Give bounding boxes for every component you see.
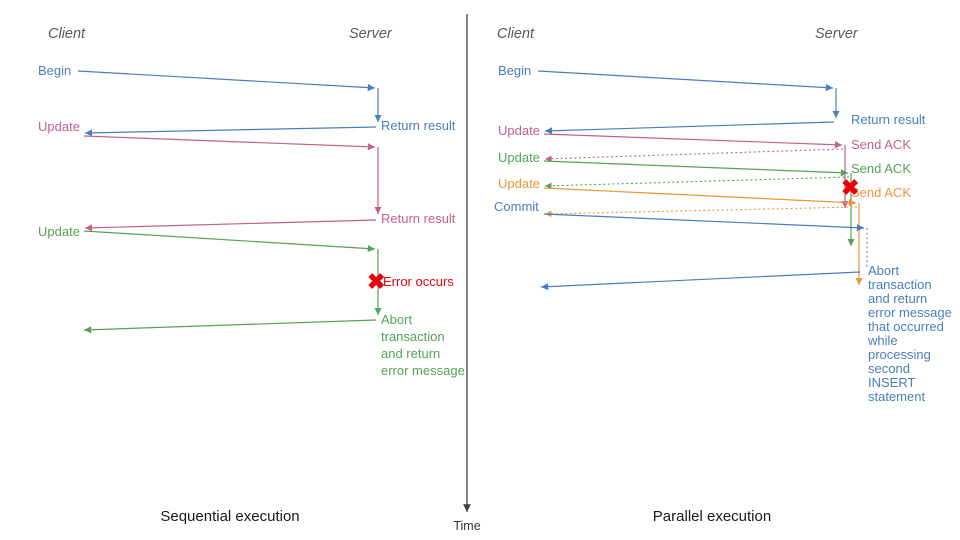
- left-message-return-result-1: Return result: [84, 118, 456, 137]
- right-commit-label: Commit: [494, 199, 539, 214]
- left-message-update-1: Update: [38, 119, 382, 214]
- left-abort-line-2: and return: [381, 346, 440, 361]
- right-abort-line-5: while: [867, 333, 898, 348]
- right-abort-line-4: that occurred: [868, 319, 944, 334]
- right-abort-line-7: second: [868, 361, 910, 376]
- error-x-icon: ✖: [841, 175, 859, 200]
- left-panel: Client Server Begin Return result Update: [38, 26, 465, 525]
- right-message-update-2: Update: [498, 150, 855, 246]
- left-abort-line-0: Abort: [381, 312, 412, 327]
- left-abort-line-1: transaction: [381, 329, 445, 344]
- right-abort-line-8: INSERT: [868, 375, 915, 390]
- right-message-commit: Commit: [494, 199, 868, 268]
- left-error-occurs-label: Error occurs: [383, 274, 454, 289]
- right-lane-client-header: Client: [497, 26, 535, 42]
- right-abort-line-0: Abort: [868, 263, 899, 278]
- right-abort-line-9: statement: [868, 389, 925, 404]
- right-message-update-1: Update: [498, 123, 849, 208]
- right-lane-server-header: Server: [815, 26, 859, 42]
- left-abort-line-3: error message: [381, 363, 465, 378]
- left-lane-server-header: Server: [349, 26, 393, 42]
- right-send-ack-2-label: Send ACK: [851, 161, 911, 176]
- left-return-result-2-label: Return result: [381, 211, 456, 226]
- right-send-ack-1-label: Send ACK: [851, 137, 911, 152]
- right-abort-line-1: transaction: [868, 277, 932, 292]
- right-abort-line-6: processing: [868, 347, 931, 362]
- right-return-result-label: Return result: [851, 112, 926, 127]
- left-return-result-1-label: Return result: [381, 118, 456, 133]
- left-update-1-label: Update: [38, 119, 80, 134]
- right-message-send-ack-1: Send ACK: [544, 137, 911, 163]
- right-update-2-label: Update: [498, 150, 540, 165]
- left-update-2-label: Update: [38, 224, 80, 239]
- left-panel-caption: Sequential execution: [160, 508, 299, 525]
- right-abort-line-2: and return: [868, 291, 927, 306]
- right-update-1-label: Update: [498, 123, 540, 138]
- right-update-3-label: Update: [498, 176, 540, 191]
- right-begin-label: Begin: [498, 63, 531, 78]
- time-axis: Time: [453, 14, 481, 533]
- right-message-abort: Abort transaction and return error messa…: [540, 263, 952, 404]
- left-message-abort: Abort transaction and return error messa…: [83, 312, 465, 378]
- right-panel: Client Server Begin Return result Update: [494, 26, 952, 525]
- right-panel-caption: Parallel execution: [653, 508, 771, 525]
- left-message-update-2: Update: [38, 224, 382, 315]
- right-abort-line-3: error message: [868, 305, 952, 320]
- right-message-return-result: Return result: [544, 112, 926, 135]
- error-x-icon: ✖: [367, 269, 385, 294]
- right-message-send-ack-2: Send ACK: [544, 161, 911, 190]
- left-lane-client-header: Client: [48, 26, 86, 42]
- right-message-update-3: Update: [498, 176, 863, 285]
- time-axis-label: Time: [453, 519, 480, 533]
- right-error-marker: ✖: [841, 175, 859, 200]
- left-message-begin: Begin: [38, 63, 382, 122]
- right-send-ack-3-label: Send ACK: [851, 185, 911, 200]
- left-begin-label: Begin: [38, 63, 71, 78]
- left-message-return-result-2: Return result: [84, 211, 456, 232]
- right-message-begin: Begin: [498, 63, 840, 118]
- left-error-marker: ✖ Error occurs: [367, 269, 454, 294]
- right-message-send-ack-3: Send ACK: [544, 185, 911, 218]
